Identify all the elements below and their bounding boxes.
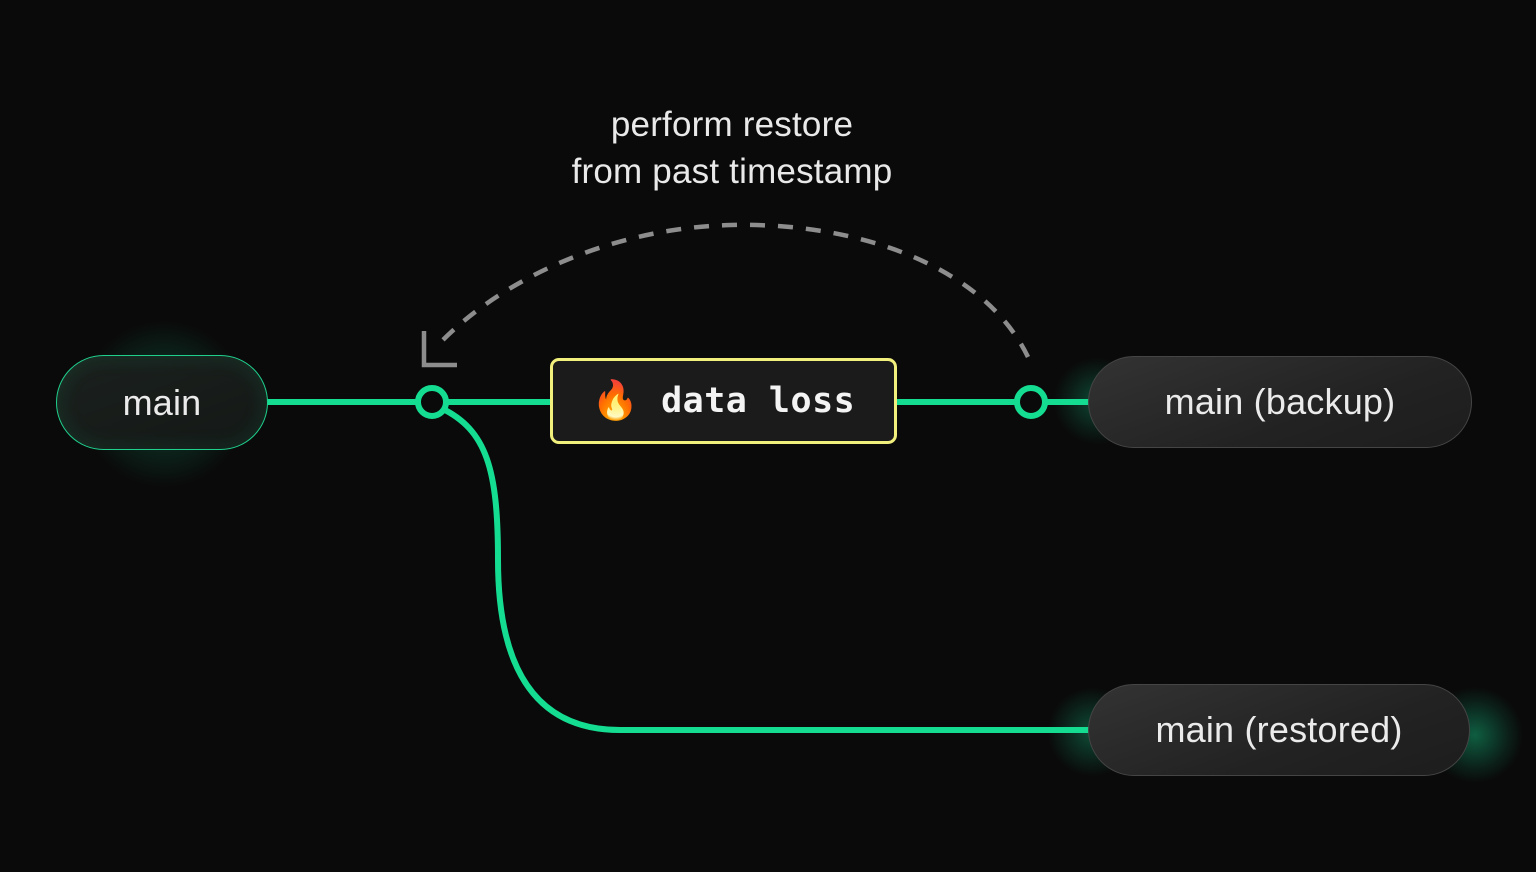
node-main-backup[interactable]: main (backup) bbox=[1088, 356, 1472, 448]
branch-point-marker[interactable] bbox=[415, 385, 449, 419]
data-loss-label: data loss bbox=[661, 381, 856, 421]
dashed-restore-path bbox=[436, 222, 1031, 358]
node-main-label: main bbox=[122, 381, 202, 423]
node-main[interactable]: main bbox=[56, 355, 268, 450]
node-main-restored-label: main (restored) bbox=[1155, 709, 1403, 750]
backup-endpoint-marker[interactable] bbox=[1014, 385, 1048, 419]
data-loss-event-box[interactable]: 🔥 data loss bbox=[550, 358, 897, 444]
edge-branch-to-restored bbox=[438, 405, 1099, 733]
node-main-restored[interactable]: main (restored) bbox=[1088, 684, 1470, 776]
restore-annotation-label: perform restore from past timestamp bbox=[571, 105, 893, 191]
restore-arrowhead-icon bbox=[421, 331, 457, 368]
node-main-backup-label: main (backup) bbox=[1164, 381, 1396, 422]
fire-icon: 🔥 bbox=[591, 380, 640, 422]
